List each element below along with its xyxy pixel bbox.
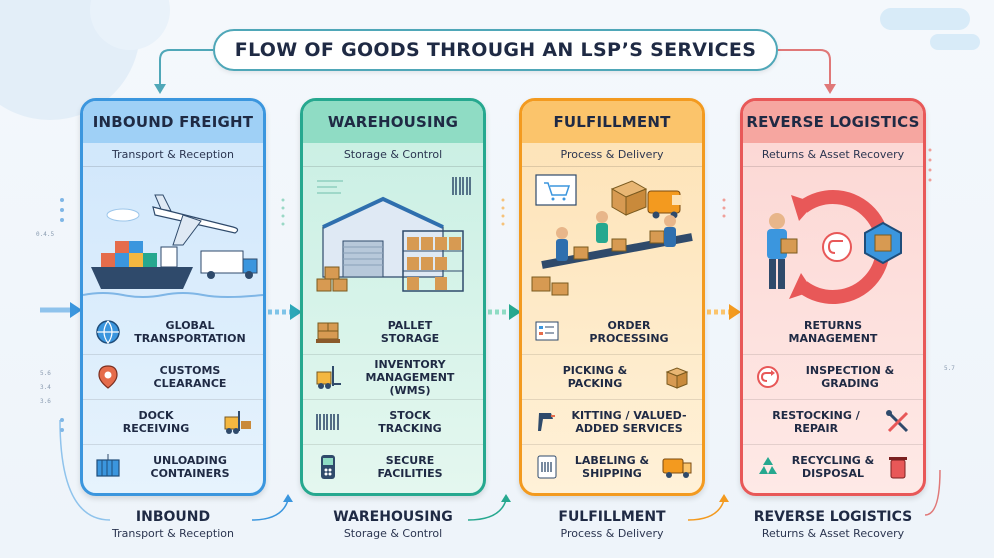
service-label: DOCK RECEIVING [122, 409, 190, 435]
service-kitting-value-added: KITTING / VALUED- ADDED SERVICES [522, 399, 702, 444]
bottom-subtitle: Returns & Asset Recovery [761, 527, 905, 540]
service-picking-packing: PICKING & PACKING [522, 354, 702, 399]
stage-reverse-logistics: REVERSE LOGISTICS Returns & Asset Recove… [740, 98, 926, 496]
stage-heading: INBOUND FREIGHT [83, 101, 263, 143]
hexagon-box-icon [864, 221, 902, 265]
service-label: KITTING / VALUED- ADDED SERVICES [571, 409, 687, 435]
margin-code: 3.6 [40, 398, 51, 405]
service-label: INSPECTION & GRADING [805, 364, 895, 390]
bottom-subtitle: Process & Delivery [560, 527, 664, 540]
barcode-icon [452, 177, 471, 195]
stage-fulfillment: FULFILLMENT Process & Delivery [519, 98, 705, 496]
bottom-label-reverse-logistics: REVERSE LOGISTICS Returns & Asset Recove… [723, 509, 943, 540]
margin-code: 5.7 [944, 365, 955, 372]
open-box-icon [610, 180, 648, 216]
barcode-icon [311, 405, 345, 439]
service-label: CUSTOMS CLEARANCE [153, 364, 227, 390]
stage-subtitle: Process & Delivery [522, 143, 702, 167]
airplane-icon [152, 194, 239, 246]
service-global-transportation: GLOBAL TRANSPORTATION [83, 309, 263, 354]
bottom-title: REVERSE LOGISTICS [753, 509, 913, 525]
service-dock-receiving: DOCK RECEIVING [83, 399, 263, 444]
margin-code: 0.4.5 [36, 231, 55, 238]
service-label: PALLET STORAGE [380, 318, 440, 345]
inbound-illustration [83, 167, 263, 307]
margin-code: 5.6 [40, 370, 51, 377]
scanner-icon [311, 450, 345, 484]
service-inspection-grading: INSPECTION & GRADING [743, 354, 923, 399]
fulfillment-illustration [522, 167, 702, 307]
stage-heading: FULFILLMENT [522, 101, 702, 143]
bottom-label-warehousing: WAREHOUSING Storage & Control [283, 509, 503, 540]
service-secure-facilities: SECURE FACILITIES [303, 444, 483, 489]
stage-subtitle: Storage & Control [303, 143, 483, 167]
service-label: INVENTORY MANAGEMENT (WMS) [365, 357, 455, 397]
bottom-label-fulfillment: FULFILLMENT Process & Delivery [502, 509, 722, 540]
cargo-ship-icon [91, 241, 193, 289]
warehouse-illustration [303, 167, 483, 307]
service-inventory-management: INVENTORY MANAGEMENT (WMS) [303, 354, 483, 399]
reverse-logistics-illustration [743, 167, 923, 307]
service-restocking-repair: RESTOCKING / REPAIR [743, 399, 923, 444]
truck-icon [200, 250, 258, 279]
service-unloading-containers: UNLOADING CONTAINERS [83, 444, 263, 489]
recycle-icon [751, 450, 785, 484]
worker-with-box-icon [767, 213, 798, 289]
bottom-title: WAREHOUSING [333, 509, 453, 525]
bottom-title: INBOUND [135, 509, 211, 525]
bottom-subtitle: Storage & Control [343, 527, 443, 540]
pallet-icon [311, 315, 345, 349]
shelving-icon [402, 230, 464, 292]
service-returns-management: RETURNS MANAGEMENT [743, 309, 923, 354]
forklift-icon [311, 360, 345, 394]
stage-heading: REVERSE LOGISTICS [743, 101, 923, 143]
service-label: SECURE FACILITIES [377, 454, 443, 480]
container-icon [91, 450, 125, 484]
tools-icon [881, 405, 915, 439]
stage-subtitle: Transport & Reception [83, 143, 263, 167]
forklift-icon [221, 405, 255, 439]
return-arrow-icon [751, 360, 785, 394]
stage-warehousing: WAREHOUSING Storage & Control [300, 98, 486, 496]
service-label: ORDER PROCESSING [589, 318, 669, 345]
service-stock-tracking: STOCK TRACKING [303, 399, 483, 444]
service-label: STOCK TRACKING [378, 409, 442, 435]
service-recycling-disposal: RECYCLING & DISPOSAL [743, 444, 923, 489]
delivery-van-icon [647, 190, 682, 219]
trash-bin-icon [881, 450, 915, 484]
order-screen-icon [530, 315, 564, 349]
service-customs-clearance: CUSTOMS CLEARANCE [83, 354, 263, 399]
stage-heading: WAREHOUSING [303, 101, 483, 143]
label-icon [530, 450, 564, 484]
box-stack-icon [316, 266, 348, 292]
title-text: FLOW OF GOODS THROUGH AN LSP’S SERVICES [234, 39, 757, 61]
box-icon [660, 360, 694, 394]
service-label: RESTOCKING / REPAIR [772, 409, 860, 435]
globe-icon [91, 315, 125, 349]
delivery-truck-icon [660, 450, 694, 484]
diagram-title: FLOW OF GOODS THROUGH AN LSP’S SERVICES [213, 29, 778, 71]
service-labeling-shipping: LABELING & SHIPPING [522, 444, 702, 489]
service-label: UNLOADING CONTAINERS [150, 454, 230, 480]
stage-inbound-freight: INBOUND FREIGHT Transport & Reception [80, 98, 266, 496]
scanner-icon [530, 405, 564, 439]
margin-code: 3.4 [40, 384, 51, 391]
service-order-processing: ORDER PROCESSING [522, 309, 702, 354]
service-label: GLOBAL TRANSPORTATION [134, 318, 246, 345]
service-label: LABELING & SHIPPING [574, 454, 650, 480]
bottom-label-inbound: INBOUND Transport & Reception [63, 509, 283, 540]
service-pallet-storage: PALLET STORAGE [303, 309, 483, 354]
service-label: RECYCLING & DISPOSAL [791, 454, 875, 480]
service-label: PICKING & PACKING [562, 364, 628, 390]
shopping-cart-screen-icon [535, 174, 577, 206]
location-pin-icon [91, 360, 125, 394]
service-label: RETURNS MANAGEMENT [788, 318, 878, 345]
worker-icon [556, 211, 676, 261]
stage-subtitle: Returns & Asset Recovery [743, 143, 923, 167]
bottom-title: FULFILLMENT [558, 509, 666, 525]
return-arrow-icon [822, 232, 852, 262]
bottom-subtitle: Transport & Reception [112, 527, 234, 540]
